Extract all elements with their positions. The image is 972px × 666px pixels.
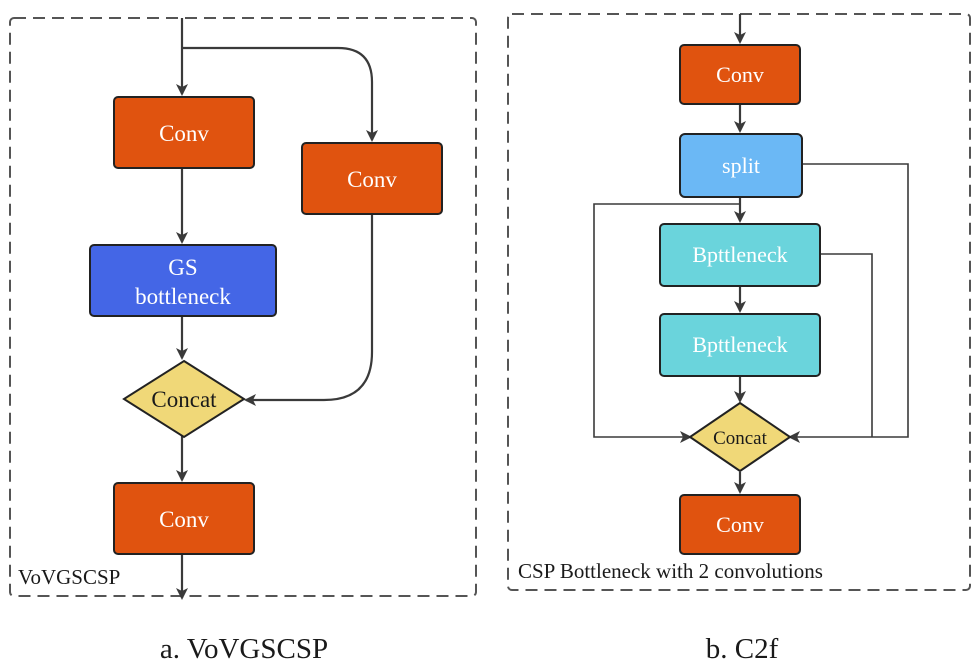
panel-b-label: CSP Bottleneck with 2 convolutions <box>518 559 823 583</box>
node-a-concat: Concat <box>122 359 246 439</box>
node-b-conv-bottom: Conv <box>679 494 801 555</box>
node-b-bottleneck-2: Bpttleneck <box>659 313 821 377</box>
node-a-conv-top: Conv <box>113 96 255 169</box>
node-b-conv-bottom-label: Conv <box>716 512 764 537</box>
panel-b: Conv split Bpttleneck Bpttleneck Concat … <box>507 13 971 591</box>
edge-a-branch-to-side-conv <box>182 46 378 142</box>
caption-a: a. VoVGSCSP <box>160 633 328 665</box>
caption-b: b. C2f <box>706 633 779 665</box>
node-a-conv-bottom: Conv <box>113 482 255 555</box>
node-b-split: split <box>679 133 803 198</box>
edge-a-side-conv-to-concat <box>244 214 374 406</box>
node-a-gs-label-line1: GS <box>168 255 197 280</box>
edge-b-bottleneck1-skip-right <box>820 253 873 437</box>
node-a-gs-bottleneck: GS bottleneck <box>89 244 277 317</box>
node-a-concat-label: Concat <box>151 387 217 412</box>
node-b-conv-top-label: Conv <box>716 62 764 87</box>
node-a-conv-side: Conv <box>301 142 443 215</box>
node-a-conv-top-label: Conv <box>159 121 209 146</box>
node-b-bottleneck-1: Bpttleneck <box>659 223 821 287</box>
node-a-conv-bottom-label: Conv <box>159 507 209 532</box>
node-b-concat-label: Concat <box>713 428 768 449</box>
node-b-bottleneck-2-label: Bpttleneck <box>692 332 787 357</box>
panel-b-frame <box>507 13 971 591</box>
panel-a-label: VoVGSCSP <box>18 565 120 589</box>
node-a-conv-side-label: Conv <box>347 167 397 192</box>
node-b-concat: Concat <box>688 401 792 473</box>
edge-b-split-skip-left <box>593 203 740 443</box>
panel-a-frame <box>9 17 477 597</box>
node-b-bottleneck-1-label: Bpttleneck <box>692 242 787 267</box>
panel-a: Conv Conv GS bottleneck Concat Conv VoVG… <box>9 17 477 600</box>
node-b-conv-top: Conv <box>679 44 801 105</box>
node-b-split-label: split <box>722 153 760 178</box>
edge-b-split-skip-right <box>788 163 909 443</box>
node-a-gs-label-line2: bottleneck <box>135 284 231 309</box>
